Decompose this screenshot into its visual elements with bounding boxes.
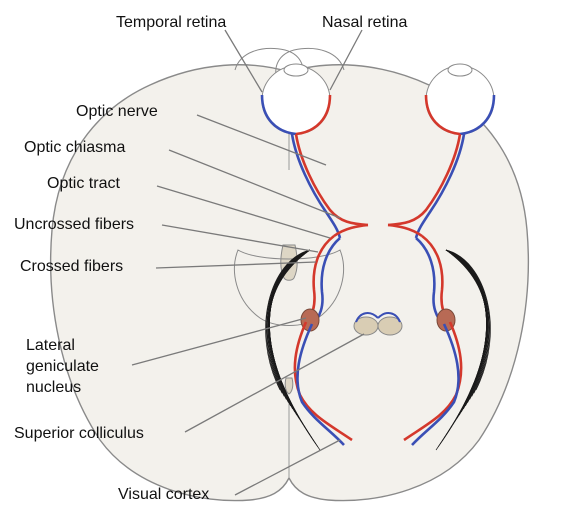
label-lgn-line3: nucleus [26, 377, 81, 398]
right-eye [426, 64, 494, 134]
label-visual-cortex: Visual cortex [118, 484, 209, 505]
label-nasal-retina: Nasal retina [322, 12, 407, 33]
label-crossed-fibers: Crossed fibers [20, 256, 123, 277]
label-superior-colliculus: Superior colliculus [14, 423, 144, 444]
label-optic-chiasma: Optic chiasma [24, 137, 125, 158]
label-optic-nerve: Optic nerve [76, 101, 158, 122]
pineal-mark [285, 378, 293, 394]
label-lgn-line1: Lateral [26, 335, 75, 356]
label-optic-tract: Optic tract [47, 173, 120, 194]
label-lgn-line2: geniculate [26, 356, 99, 377]
label-temporal-retina: Temporal retina [116, 12, 226, 33]
label-uncrossed-fibers: Uncrossed fibers [14, 214, 134, 235]
